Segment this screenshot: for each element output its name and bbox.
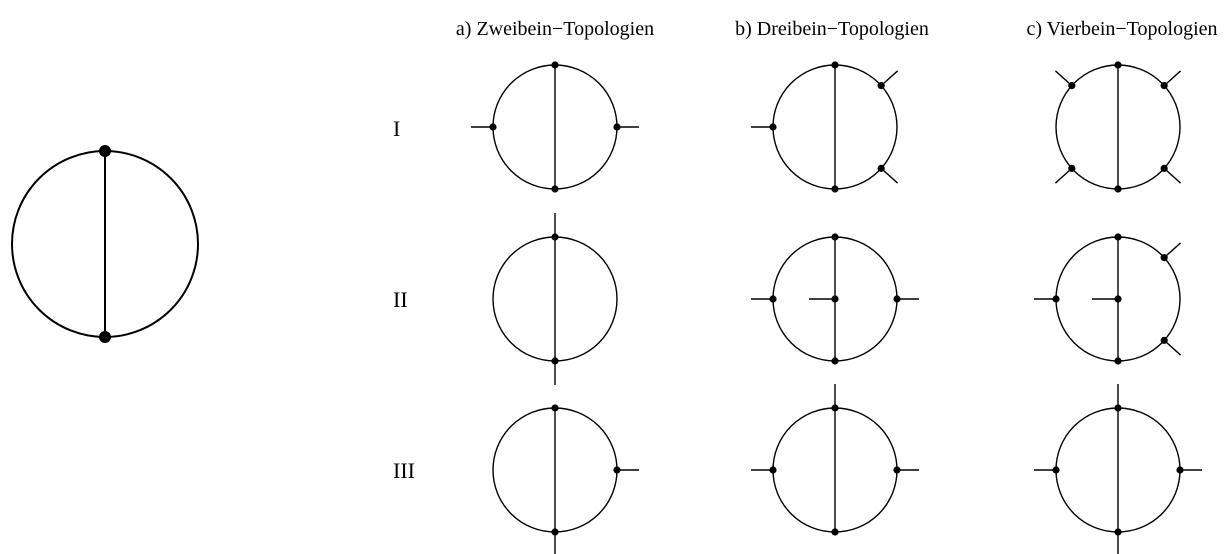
vertex-left (769, 295, 777, 303)
row-header-III: III (393, 458, 415, 483)
vertex-right (893, 466, 901, 474)
external-leg-lower-right (1163, 167, 1182, 184)
vertex-left (769, 466, 777, 474)
external-leg-lower-left (1054, 167, 1073, 184)
external-leg-upper-left (1054, 70, 1073, 87)
vertex-bottom (551, 357, 559, 365)
vertex-bottom (1114, 357, 1122, 365)
diagram-c-II (1034, 233, 1182, 365)
vertex-upper-right (1160, 254, 1168, 262)
vertex-top (831, 61, 839, 69)
vertex-right (893, 295, 901, 303)
vertex-lower-right (877, 164, 885, 172)
vertex-right (613, 466, 621, 474)
diagram-a-III (492, 404, 639, 554)
vertex-bottom (831, 185, 839, 193)
vertex-upper-right (1160, 82, 1168, 90)
row-header-II: II (393, 287, 408, 312)
vertex-top (831, 233, 839, 241)
reference-sunset-diagram (11, 145, 199, 343)
vertex-bottom (1114, 185, 1122, 193)
diagram-b-II (751, 233, 919, 365)
vertex-bottom (551, 528, 559, 536)
vertex-upper-right (877, 82, 885, 90)
diagram-b-I (751, 61, 899, 193)
vertex-top (1114, 233, 1122, 241)
external-leg-upper-right (1163, 242, 1182, 259)
vertex-upper-left (1068, 82, 1076, 90)
vertex-bottom (831, 528, 839, 536)
vertex-left (1052, 295, 1060, 303)
vertex-lower-right (1160, 164, 1168, 172)
vertex-left (489, 123, 497, 131)
vertex-right (1176, 466, 1184, 474)
diagram-grid (471, 61, 1202, 554)
vertex-center (1114, 295, 1122, 303)
external-leg-upper-right (880, 70, 899, 87)
vertex-lower-left (1068, 164, 1076, 172)
vertex-top (1114, 404, 1122, 412)
diagram-a-II (492, 213, 618, 385)
column-header-c: c) Vierbein−Topologien (1026, 18, 1217, 40)
reference-vertex-bottom (99, 331, 111, 343)
vertex-left (1052, 466, 1060, 474)
vertex-lower-right (1160, 336, 1168, 344)
vertex-center (831, 295, 839, 303)
vertex-bottom (1114, 528, 1122, 536)
diagram-a-I (471, 61, 639, 193)
vertex-top (551, 233, 559, 241)
vertex-top (1114, 61, 1122, 69)
vertex-left (769, 123, 777, 131)
vertex-top (831, 404, 839, 412)
vertex-top (551, 61, 559, 69)
vertex-bottom (551, 185, 559, 193)
reference-vertex-top (99, 145, 111, 157)
column-header-a: a) Zweibein−Topologien (456, 18, 654, 40)
row-header-I: I (393, 116, 400, 141)
external-leg-lower-right (1163, 339, 1182, 356)
external-leg-lower-right (880, 167, 899, 184)
diagram-b-III (751, 384, 919, 536)
column-header-b: b) Dreibein−Topologien (735, 18, 929, 40)
vertex-bottom (831, 357, 839, 365)
diagram-c-III (1034, 384, 1202, 554)
vertex-top (551, 404, 559, 412)
external-leg-upper-right (1163, 70, 1182, 87)
diagram-c-I (1054, 61, 1182, 193)
vertex-right (613, 123, 621, 131)
